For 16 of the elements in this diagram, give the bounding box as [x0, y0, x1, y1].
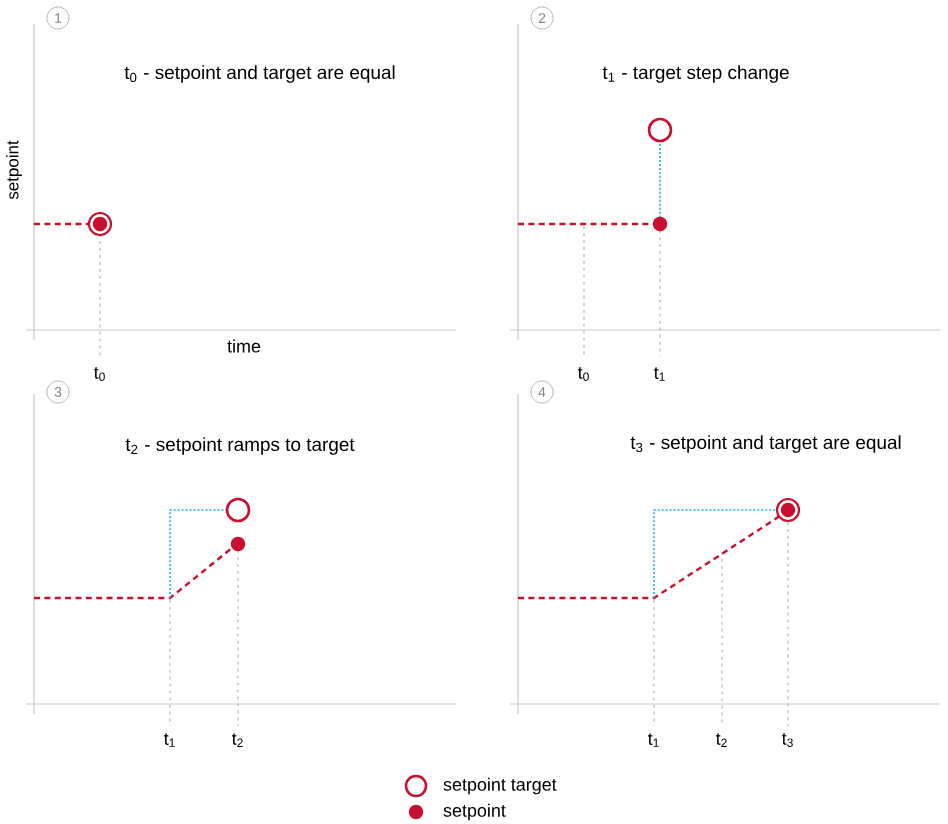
tick-label: t$_{0}$ — [578, 367, 589, 381]
legend-label: setpoint target — [443, 777, 557, 795]
tick-label: t$_{3}$ — [782, 733, 793, 747]
panel-title: t$_{1}$ - target step change — [602, 65, 789, 83]
panel-title: t$_{2}$ - setpoint ramps to target — [125, 437, 355, 455]
tick-label: t$_{1}$ — [654, 367, 665, 381]
tick-label: t$_{2}$ — [716, 733, 727, 747]
axis-label: setpoint — [6, 140, 22, 200]
panel-title: t$_{3}$ - setpoint and target are equal — [630, 435, 901, 453]
tick-label: t$_{2}$ — [232, 733, 243, 747]
tick-label: t$_{1}$ — [648, 733, 659, 747]
tick-label: t$_{0}$ — [94, 367, 105, 381]
legend-label: setpoint — [443, 803, 506, 821]
panel-title: t$_{0}$ - setpoint and target are equal — [124, 65, 395, 83]
tick-label: t$_{1}$ — [164, 733, 175, 747]
axis-label: time — [227, 339, 261, 353]
